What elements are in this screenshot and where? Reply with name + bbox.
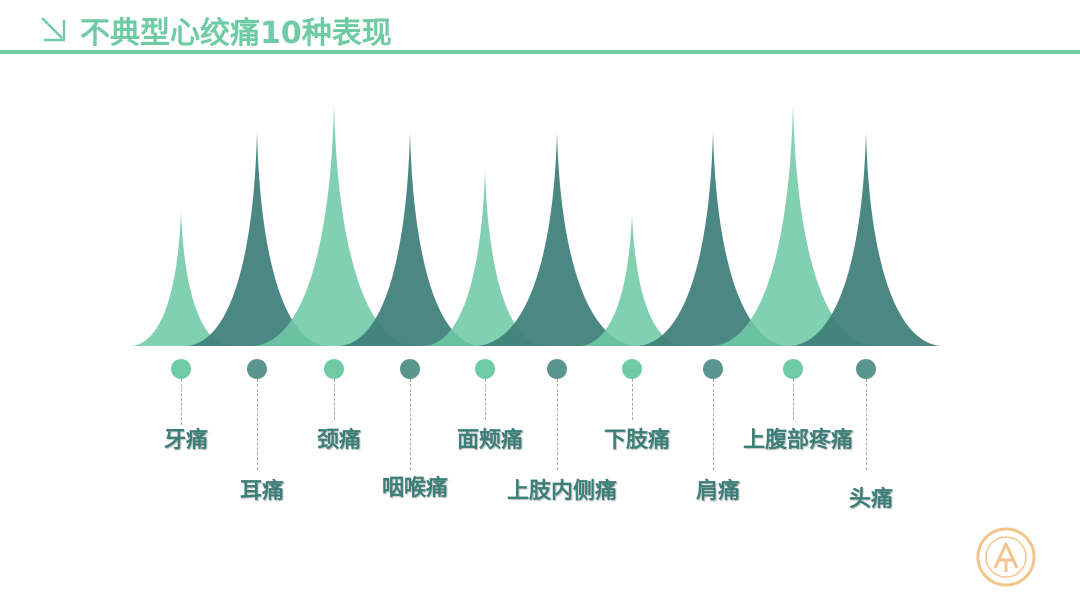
- node-dot: [703, 359, 723, 379]
- node-dot: [622, 359, 642, 379]
- node-dot: [547, 359, 567, 379]
- peak-4: [340, 132, 480, 346]
- peak-9: [713, 104, 873, 346]
- node-dot: [247, 359, 267, 379]
- node-dot: [171, 359, 191, 379]
- badge-logo-icon: [976, 527, 1036, 587]
- leader-line: [333, 379, 335, 420]
- node-dot: [783, 359, 803, 379]
- leader-line: [556, 379, 558, 470]
- leader-line: [712, 379, 714, 470]
- leader-line: [256, 379, 258, 470]
- peak-3: [254, 104, 414, 346]
- page-title: 不典型心绞痛10种表现: [80, 16, 392, 51]
- peak-2: [187, 132, 327, 346]
- node-dot: [324, 359, 344, 379]
- leader-line: [409, 379, 411, 470]
- header-divider: [0, 50, 1080, 54]
- pain-label: 上腹部疼痛: [742, 428, 854, 453]
- leader-line: [792, 379, 794, 420]
- peak-7: [580, 214, 684, 346]
- diagonal-arrow-icon: [41, 17, 66, 42]
- peak-6: [477, 132, 637, 346]
- pain-label: 面颊痛: [456, 428, 524, 453]
- pain-label: 上肢内侧痛: [506, 479, 618, 504]
- leader-line: [865, 379, 867, 470]
- pain-label: 颈痛: [316, 428, 362, 453]
- peak-10: [791, 132, 941, 346]
- peak-1: [131, 212, 231, 346]
- peak-5: [425, 170, 545, 346]
- leader-line: [484, 379, 486, 420]
- pain-label: 肩痛: [695, 479, 741, 504]
- pain-label: 耳痛: [239, 479, 285, 504]
- pain-label: 下肢痛: [603, 428, 671, 453]
- leader-line: [631, 379, 633, 420]
- pain-label: 牙痛: [163, 428, 209, 453]
- leader-line: [180, 379, 182, 425]
- node-dot: [856, 359, 876, 379]
- pain-label: 咽喉痛: [381, 476, 449, 501]
- node-dot: [400, 359, 420, 379]
- header-bar: 不典型心绞痛10种表现: [0, 0, 1080, 56]
- peak-8: [638, 132, 788, 346]
- node-dot: [475, 359, 495, 379]
- pain-label: 头痛: [848, 487, 894, 512]
